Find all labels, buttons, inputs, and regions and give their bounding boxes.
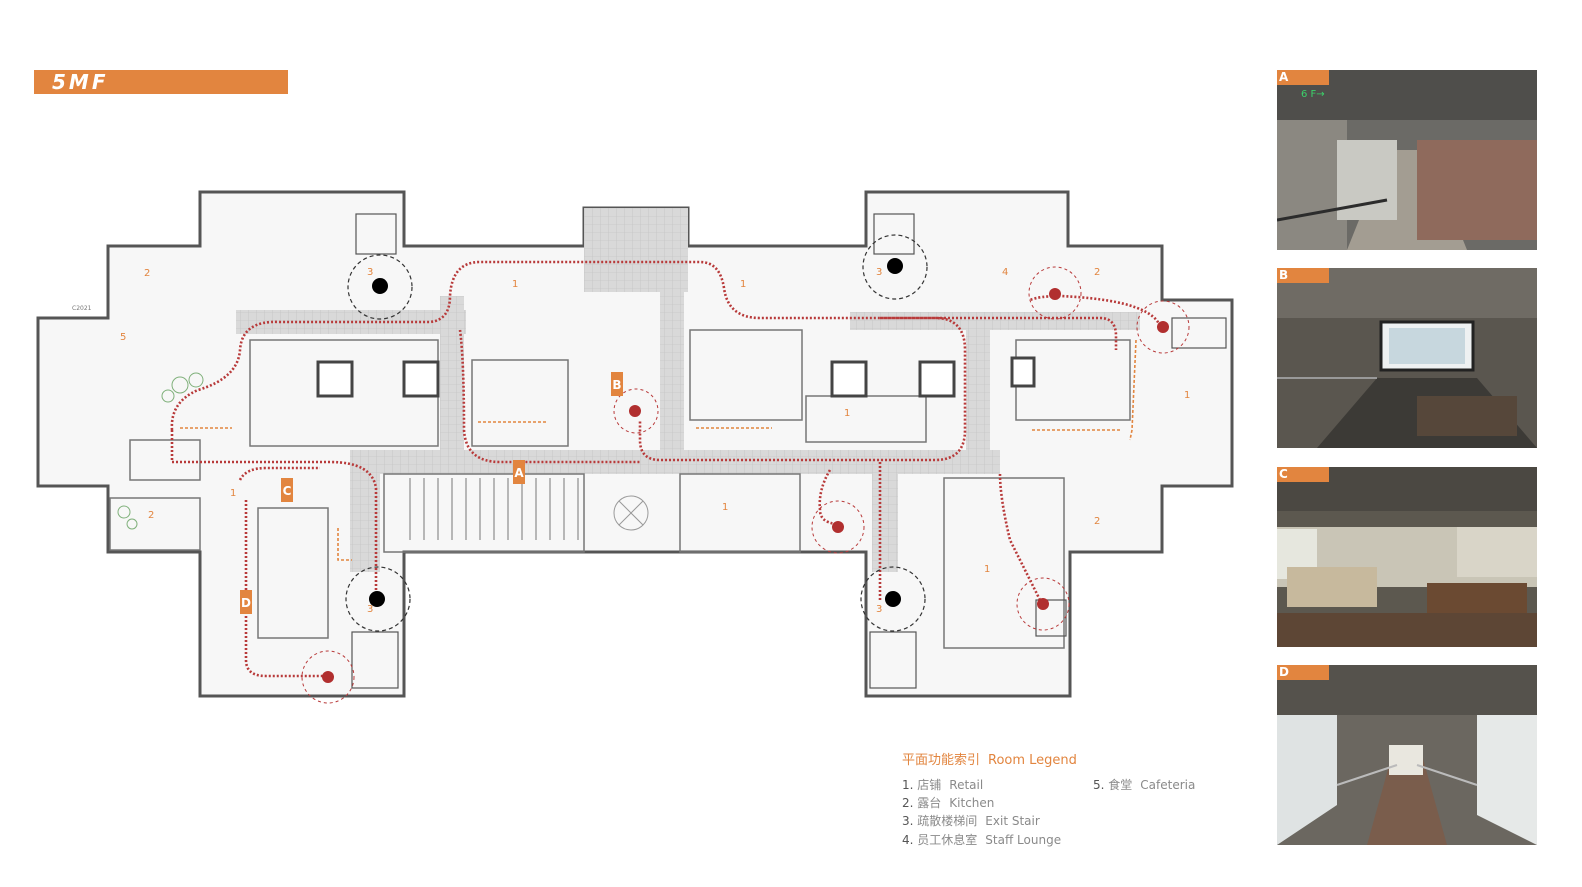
room-number: 1: [512, 279, 518, 290]
room-number: 3: [367, 604, 373, 615]
legend-title-cn: 平面功能索引: [902, 753, 981, 768]
room-number: 3: [876, 604, 882, 615]
photo-a-image: 6 F→: [1277, 70, 1537, 250]
corridors: [236, 208, 1140, 572]
greenery: [117, 372, 204, 530]
photo-d: D: [1277, 665, 1537, 845]
room-number: 1: [1184, 390, 1190, 401]
legend-item: 5. 食堂 Cafeteria: [1093, 776, 1195, 793]
legend-num: 5.: [1093, 778, 1105, 792]
room-number: 1: [984, 564, 990, 575]
room-numbers: 2 1 1 2 1 1 1 2 1 1 2 5 3 3 3 3 4: [120, 267, 1190, 615]
room-number: 1: [844, 408, 850, 419]
legend-cn: 员工休息室: [917, 833, 978, 847]
plan-small-label: C2021: [72, 305, 92, 312]
photo-tag-d: D: [1277, 665, 1329, 680]
photo-b: B: [1277, 268, 1537, 448]
legend-en: Staff Lounge: [985, 833, 1062, 847]
legend-item: 3. 疏散楼梯间 Exit Stair: [902, 812, 1040, 829]
room-number: 2: [148, 510, 154, 521]
legend-title: 平面功能索引 Room Legend: [902, 749, 1077, 768]
legend-en: Retail: [949, 778, 984, 792]
marker-d: D: [241, 596, 251, 610]
marker-b: B: [612, 378, 621, 392]
room-number: 1: [740, 279, 746, 290]
red-route: [170, 260, 1162, 678]
legend-en: Exit Stair: [985, 814, 1040, 828]
atrium-fan: [613, 495, 649, 531]
photo-a: 6 F→ A: [1277, 70, 1537, 250]
marker-c: C: [283, 484, 292, 498]
legend-cn: 食堂: [1108, 778, 1133, 792]
legend-num: 1.: [902, 778, 914, 792]
legend-cn: 疏散楼梯间: [917, 814, 978, 828]
red-circles: [301, 266, 1190, 704]
floor-title: 5MF: [52, 70, 109, 94]
photo-tag-c: C: [1277, 467, 1329, 482]
room-number: 2: [144, 268, 150, 279]
stair-cores: [351, 213, 1227, 689]
legend-num: 3.: [902, 814, 914, 828]
shafts: [316, 356, 1036, 398]
room-number: 5: [120, 332, 126, 343]
stair-treads: [409, 478, 579, 540]
exit-sign: 6 F→: [1301, 89, 1325, 100]
legend-en: Kitchen: [949, 796, 995, 810]
room-number: 4: [1002, 267, 1008, 278]
photo-b-image: [1277, 268, 1537, 448]
photo-tag-a: A: [1277, 70, 1329, 85]
photo-c: C: [1277, 467, 1537, 647]
elevator-dots: [369, 258, 903, 607]
legend-title-en: Room Legend: [988, 753, 1077, 768]
photo-d-image: [1277, 665, 1537, 845]
interior-walls: [109, 329, 1131, 649]
room-number: 1: [230, 488, 236, 499]
photo-tag-b: B: [1277, 268, 1329, 283]
legend-num: 2.: [902, 796, 914, 810]
floor-title-bar: 5MF: [34, 70, 288, 94]
legend-num: 4.: [902, 833, 914, 847]
turning-circles: [345, 234, 928, 632]
room-number: 3: [367, 267, 373, 278]
photo-c-image: [1277, 467, 1537, 647]
photo-markers: A B C D: [240, 372, 623, 614]
room-number: 1: [722, 502, 728, 513]
legend-item: 2. 露台 Kitchen: [902, 794, 994, 811]
red-dots: [322, 288, 1169, 683]
room-legend: 平面功能索引 Room Legend 1. 店铺 Retail 2. 露台 Kitch…: [902, 749, 1242, 859]
room-number: 3: [876, 267, 882, 278]
legend-item: 4. 员工休息室 Staff Lounge: [902, 831, 1061, 848]
legend-cn: 露台: [917, 796, 942, 810]
room-number: 2: [1094, 516, 1100, 527]
room-number: 2: [1094, 267, 1100, 278]
legend-en: Cafeteria: [1140, 778, 1196, 792]
orange-route: [180, 339, 1137, 561]
marker-a: A: [514, 466, 524, 480]
legend-cn: 店铺: [917, 778, 942, 792]
legend-item: 1. 店铺 Retail: [902, 776, 983, 793]
